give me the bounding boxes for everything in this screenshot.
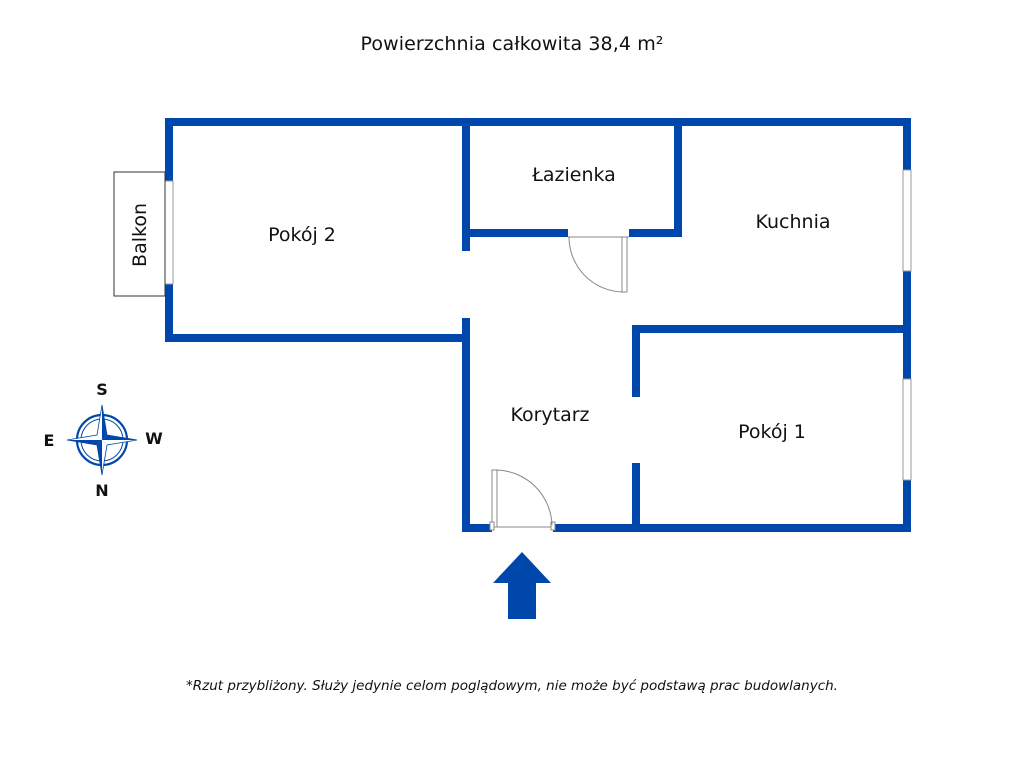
compass-rose-icon: [66, 404, 138, 476]
wall-left-lower: [165, 284, 173, 342]
walls: [165, 118, 911, 532]
wall-top: [165, 118, 911, 126]
wall-kuchnia-pokoj1: [632, 325, 911, 333]
wall-lazienka-right: [674, 118, 682, 237]
wall-pokoj1-left-upper: [632, 325, 640, 397]
room-label-korytarz: Korytarz: [510, 404, 589, 426]
balcony: [113, 171, 166, 297]
compass-left-label: E: [44, 431, 55, 450]
disclaimer-footnote: *Rzut przybliżony. Służy jedynie celom p…: [186, 678, 838, 694]
wall-corridor-left: [462, 318, 470, 532]
wall-bottom-right: [553, 524, 911, 532]
room-label-lazienka: Łazienka: [531, 164, 616, 186]
room-label-pokoj1: Pokój 1: [738, 421, 806, 443]
wall-lazienka-bottom-right: [629, 229, 682, 237]
door-entrance: [489, 469, 556, 531]
wall-pokoj1-left-lower: [632, 463, 640, 532]
room-label-pokoj2: Pokój 2: [268, 224, 336, 246]
wall-pokoj2-lazienka: [462, 118, 470, 251]
compass-bottom-label: N: [95, 481, 108, 500]
window-kuchnia: [902, 169, 912, 272]
wall-bottom-left: [462, 524, 492, 532]
total-area-title: Powierzchnia całkowita 38,4 m²: [360, 33, 664, 55]
door-lazienka: [568, 236, 629, 293]
wall-right-3: [903, 480, 911, 532]
window-pokoj1: [902, 378, 912, 481]
compass-right-label: W: [145, 429, 163, 448]
wall-lazienka-bottom-left: [470, 229, 568, 237]
arrow-up-icon: [493, 552, 551, 619]
wall-right-1: [903, 118, 911, 170]
balcony-door-opening: [164, 180, 174, 285]
compass-top-label: S: [96, 380, 108, 399]
wall-left-upper: [165, 118, 173, 181]
room-label-balkon: Balkon: [129, 203, 151, 267]
room-label-kuchnia: Kuchnia: [755, 211, 830, 233]
wall-pokoj2-bottom: [165, 334, 470, 342]
